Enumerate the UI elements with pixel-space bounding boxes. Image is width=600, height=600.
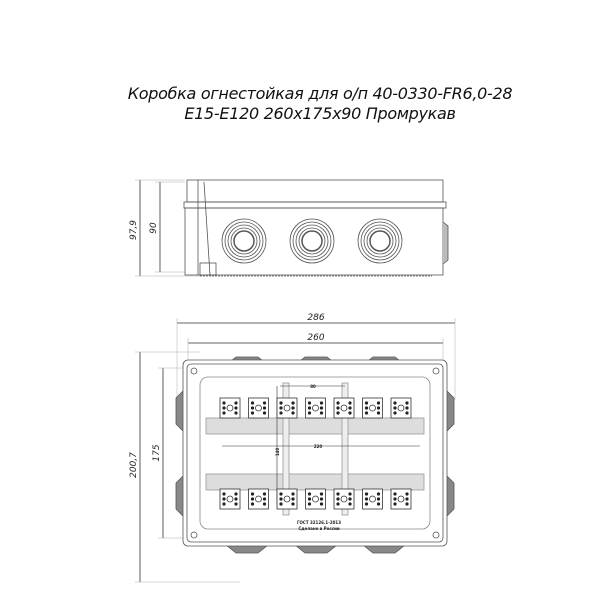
corner-screw: [190, 367, 198, 375]
terminal-block: [333, 397, 355, 419]
dim-total-height-label: 97,9: [129, 220, 139, 240]
dim-width-label: 260: [307, 333, 324, 343]
terminal-block: [248, 397, 269, 419]
dim-outer-width-label: 286: [307, 313, 324, 323]
corner-screw: [432, 367, 440, 375]
cable-gland: [295, 224, 329, 258]
dim-inner-height-label: 140: [275, 448, 280, 457]
terminal-block: [362, 488, 383, 510]
dim-inner-spacing-label: 80: [310, 384, 316, 389]
marking-line-1: ГОСТ 32126.1-2013: [297, 520, 341, 525]
cable-gland: [369, 230, 391, 252]
cable-gland: [227, 224, 261, 258]
title-line-1: Коробка огнестойкая для о/п 40-0330-FR6,…: [127, 84, 513, 103]
top-view: [135, 318, 456, 583]
terminal-block: [219, 488, 241, 510]
cable-gland: [357, 218, 403, 264]
terminal-block: [305, 397, 326, 419]
terminal-block: [219, 397, 241, 419]
dim-height-label: 90: [149, 222, 159, 234]
terminal-block: [305, 488, 326, 510]
cable-gland: [224, 221, 264, 261]
lid-rim: [183, 201, 447, 209]
cable-gland: [230, 227, 258, 255]
cable-gland: [301, 230, 323, 252]
side-gland: [442, 221, 449, 265]
din-rail-top: [205, 417, 425, 435]
cable-gland: [363, 224, 397, 258]
dim-outer-height-label: 200,7: [129, 452, 139, 478]
title-line-2: E15-E120 260x175x90 Промрукав: [184, 104, 456, 123]
dim-height-label-top: 175: [152, 444, 162, 461]
side-view: [135, 179, 449, 277]
terminal-block: [333, 488, 355, 510]
dim-inner-width-label: 220: [314, 444, 323, 449]
body-outline: [184, 207, 444, 276]
terminal-block: [390, 488, 412, 510]
corner-screw: [432, 531, 440, 539]
lid-outline: [186, 179, 444, 203]
cable-gland: [292, 221, 332, 261]
cable-gland: [366, 227, 394, 255]
cable-gland: [289, 218, 335, 264]
latch: [199, 262, 217, 276]
cable-gland: [233, 230, 255, 252]
terminal-block: [276, 397, 298, 419]
terminal-block: [276, 488, 298, 510]
din-rail-bottom: [205, 473, 425, 491]
terminal-block: [248, 488, 269, 510]
cable-gland: [221, 218, 267, 264]
terminal-block: [362, 397, 383, 419]
terminal-block: [390, 397, 412, 419]
cable-gland: [360, 221, 400, 261]
marking-line-2: Сделано в России: [298, 526, 340, 531]
corner-screw: [190, 531, 198, 539]
cable-gland: [298, 227, 326, 255]
